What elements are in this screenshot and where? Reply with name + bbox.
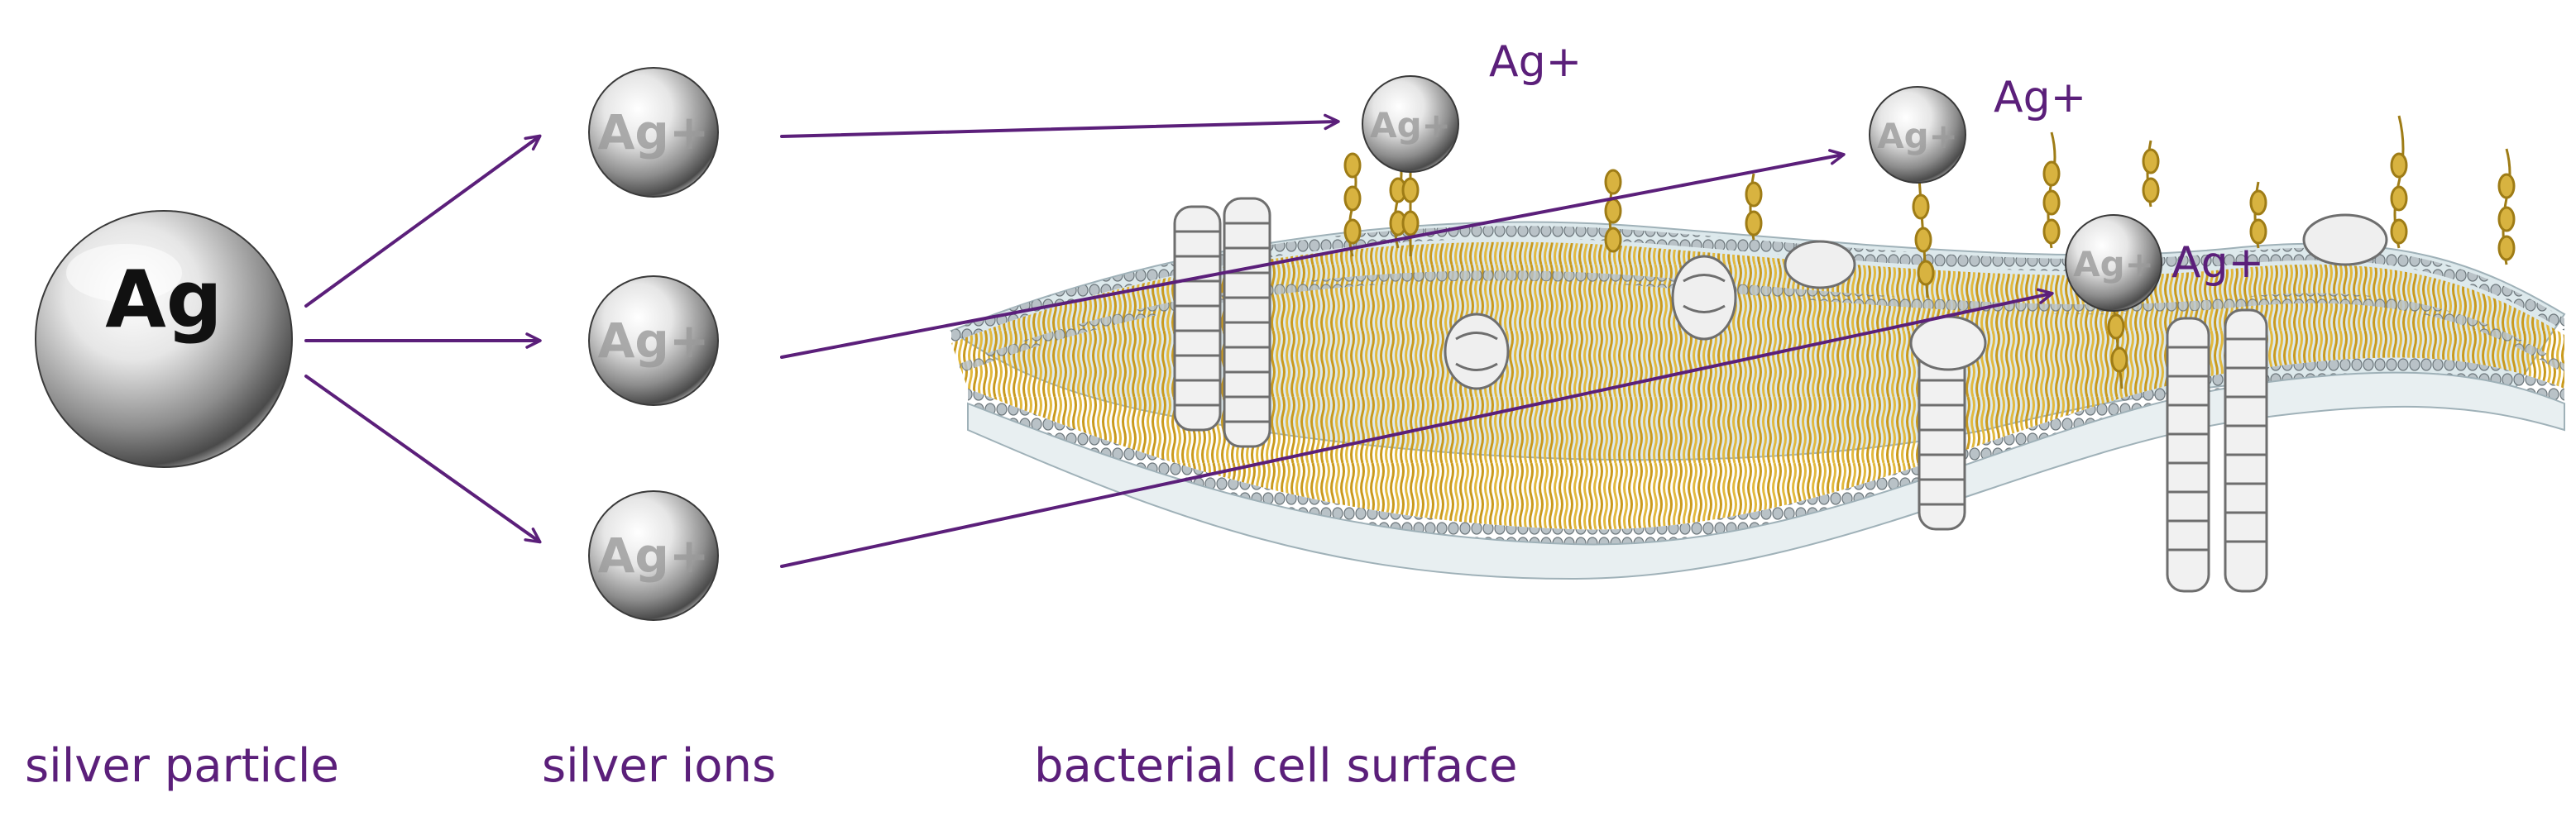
silver-ion-symbol: Ag+ [597, 313, 709, 369]
silver-ion-symbol: Ag+ [597, 528, 709, 584]
ion-label-2: Ag+ [1994, 73, 2086, 122]
caption-silver-particle: silver particle [25, 739, 339, 793]
membrane-bottom-surface [967, 371, 2565, 580]
silver-ion-symbol: Ag+ [597, 104, 709, 160]
silver-particle-symbol: Ag [105, 255, 223, 346]
silver-ion-top: Ag+ [588, 67, 719, 198]
arrow-particle-to-ion-bottom [304, 375, 542, 544]
bacterial-membrane-illustration [949, 115, 2566, 593]
silver-particle: Ag [35, 210, 293, 468]
arrow-ion-middle-to-surface [780, 149, 1846, 359]
ion-label-3: Ag+ [2171, 238, 2264, 288]
silver-ion-middle: Ag+ [588, 275, 719, 406]
protein-globular-2 [1671, 255, 1737, 341]
protein-helix-3 [2166, 308, 2268, 593]
silver-ion-symbol: Ag+ [1370, 105, 1451, 146]
arrow-ion-top-to-surface [780, 113, 1340, 138]
protein-helix-1 [1173, 197, 1271, 448]
glycan-chains [1343, 115, 2516, 389]
arrow-ion-bottom-to-surface [780, 288, 2054, 568]
arrows [304, 113, 2054, 568]
silver-ion-on-surface-1: Ag+ [1362, 75, 1459, 173]
protein-globular-3 [1784, 240, 1856, 289]
silver-ion-on-surface-2: Ag+ [1869, 86, 1966, 184]
lipid-tail-layer [951, 241, 2564, 530]
protein-globular-1 [1444, 313, 1510, 390]
silver-ion-symbol: Ag+ [2073, 244, 2154, 284]
caption-bacterial-cell-surface: bacterial cell surface [1034, 739, 1517, 793]
lipid-head-row-upper [951, 226, 2564, 343]
arrow-particle-to-ion-top [304, 134, 542, 308]
ion-label-1: Ag+ [1489, 37, 1582, 87]
silver-ion-bottom: Ag+ [588, 490, 719, 621]
lipid-head-row-middle [960, 270, 2564, 374]
silver-ion-on-surface-3: Ag+ [2065, 214, 2162, 312]
protein-globular-4 [2302, 213, 2388, 266]
silver-ion-symbol: Ag+ [1877, 116, 1958, 156]
protein-helix-2 [1909, 315, 1987, 531]
caption-silver-ions: silver ions [542, 739, 776, 793]
